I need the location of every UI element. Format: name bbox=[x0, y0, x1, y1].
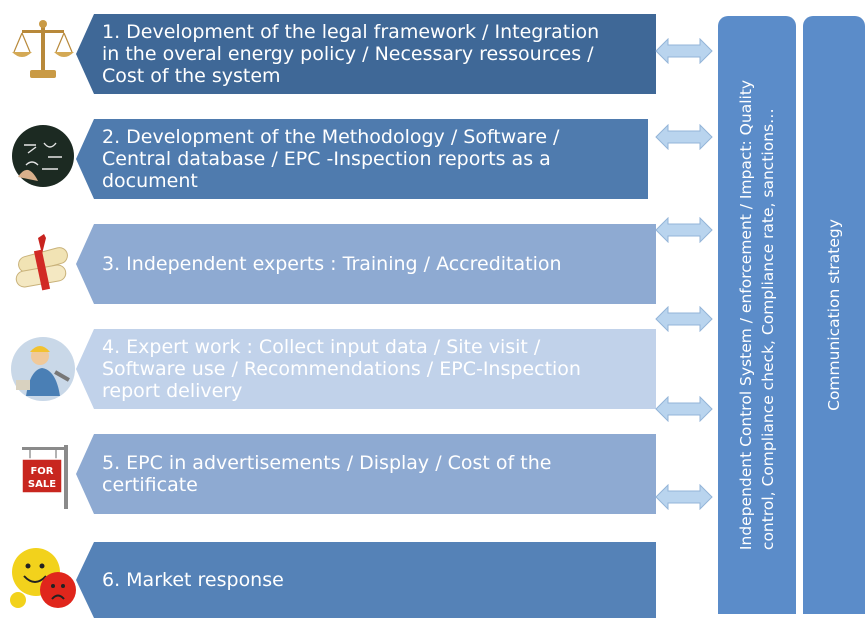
control-system-line-2: control, Compliance check, Compliance ra… bbox=[759, 108, 777, 551]
communication-strategy-text: Communication strategy bbox=[825, 219, 843, 411]
for-sale-sign-icon: FOR SALE bbox=[21, 445, 68, 509]
step-1-line-2: in the overal energy policy / Necessary … bbox=[102, 43, 594, 65]
step-3-box: 3. Independent experts : Training / Accr… bbox=[76, 224, 656, 304]
step-3-text: 3. Independent experts : Training / Accr… bbox=[102, 253, 562, 275]
step-6-line-1: 6. Market response bbox=[102, 569, 284, 591]
step-6-text: 6. Market response bbox=[102, 569, 284, 591]
step-2-line-2: Central database / EPC -Inspection repor… bbox=[102, 148, 551, 170]
communication-strategy-bar: Communication strategy bbox=[803, 16, 865, 614]
step-2-line-3: document bbox=[102, 170, 198, 192]
blackboard-equations-icon bbox=[12, 125, 74, 187]
double-arrow-4 bbox=[655, 306, 713, 332]
double-arrow-3 bbox=[655, 217, 713, 243]
step-2-text: 2. Development of the Methodology / Soft… bbox=[102, 126, 559, 192]
communication-strategy-label: Communication strategy bbox=[823, 219, 845, 411]
scales-of-justice-icon bbox=[12, 20, 74, 78]
step-1-box: 1. Development of the legal framework / … bbox=[76, 14, 656, 94]
diploma-scroll-icon bbox=[15, 234, 68, 291]
step-5-line-1: 5. EPC in advertisements / Display / Cos… bbox=[102, 452, 552, 474]
smiley-faces-icon bbox=[10, 548, 76, 608]
double-arrow-1 bbox=[655, 38, 713, 64]
step-1-line-1: 1. Development of the legal framework / … bbox=[102, 21, 600, 43]
worker-with-tools-icon bbox=[11, 337, 75, 401]
step-4-text: 4. Expert work : Collect input data / Si… bbox=[102, 336, 581, 402]
step-4-line-1: 4. Expert work : Collect input data / Si… bbox=[102, 336, 541, 358]
double-arrow-2 bbox=[655, 124, 713, 150]
control-system-line-1: Independent Control System / enforcement… bbox=[737, 79, 755, 551]
step-1-text: 1. Development of the legal framework / … bbox=[102, 21, 599, 87]
step-4-box: 4. Expert work : Collect input data / Si… bbox=[76, 329, 656, 409]
step-2-line-1: 2. Development of the Methodology / Soft… bbox=[102, 126, 560, 148]
step-1-line-3: Cost of the system bbox=[102, 65, 281, 87]
svg-text:FOR: FOR bbox=[30, 466, 53, 477]
double-arrow-5 bbox=[655, 396, 713, 422]
control-system-bar: Independent Control System / enforcement… bbox=[718, 16, 796, 614]
step-4-line-2: Software use / Recommendations / EPC-Ins… bbox=[102, 358, 581, 380]
step-5-box: 5. EPC in advertisements / Display / Cos… bbox=[76, 434, 656, 514]
step-4-line-3: report delivery bbox=[102, 380, 243, 402]
step-5-line-2: certificate bbox=[102, 474, 198, 496]
step-6-box: 6. Market response bbox=[76, 542, 656, 618]
step-2-box: 2. Development of the Methodology / Soft… bbox=[76, 119, 648, 199]
step-5-text: 5. EPC in advertisements / Display / Cos… bbox=[102, 452, 551, 496]
double-arrow-6 bbox=[655, 484, 713, 510]
step-3-line-1: 3. Independent experts : Training / Accr… bbox=[102, 253, 562, 275]
control-system-label: Independent Control System / enforcement… bbox=[735, 80, 779, 550]
svg-text:SALE: SALE bbox=[28, 479, 56, 490]
